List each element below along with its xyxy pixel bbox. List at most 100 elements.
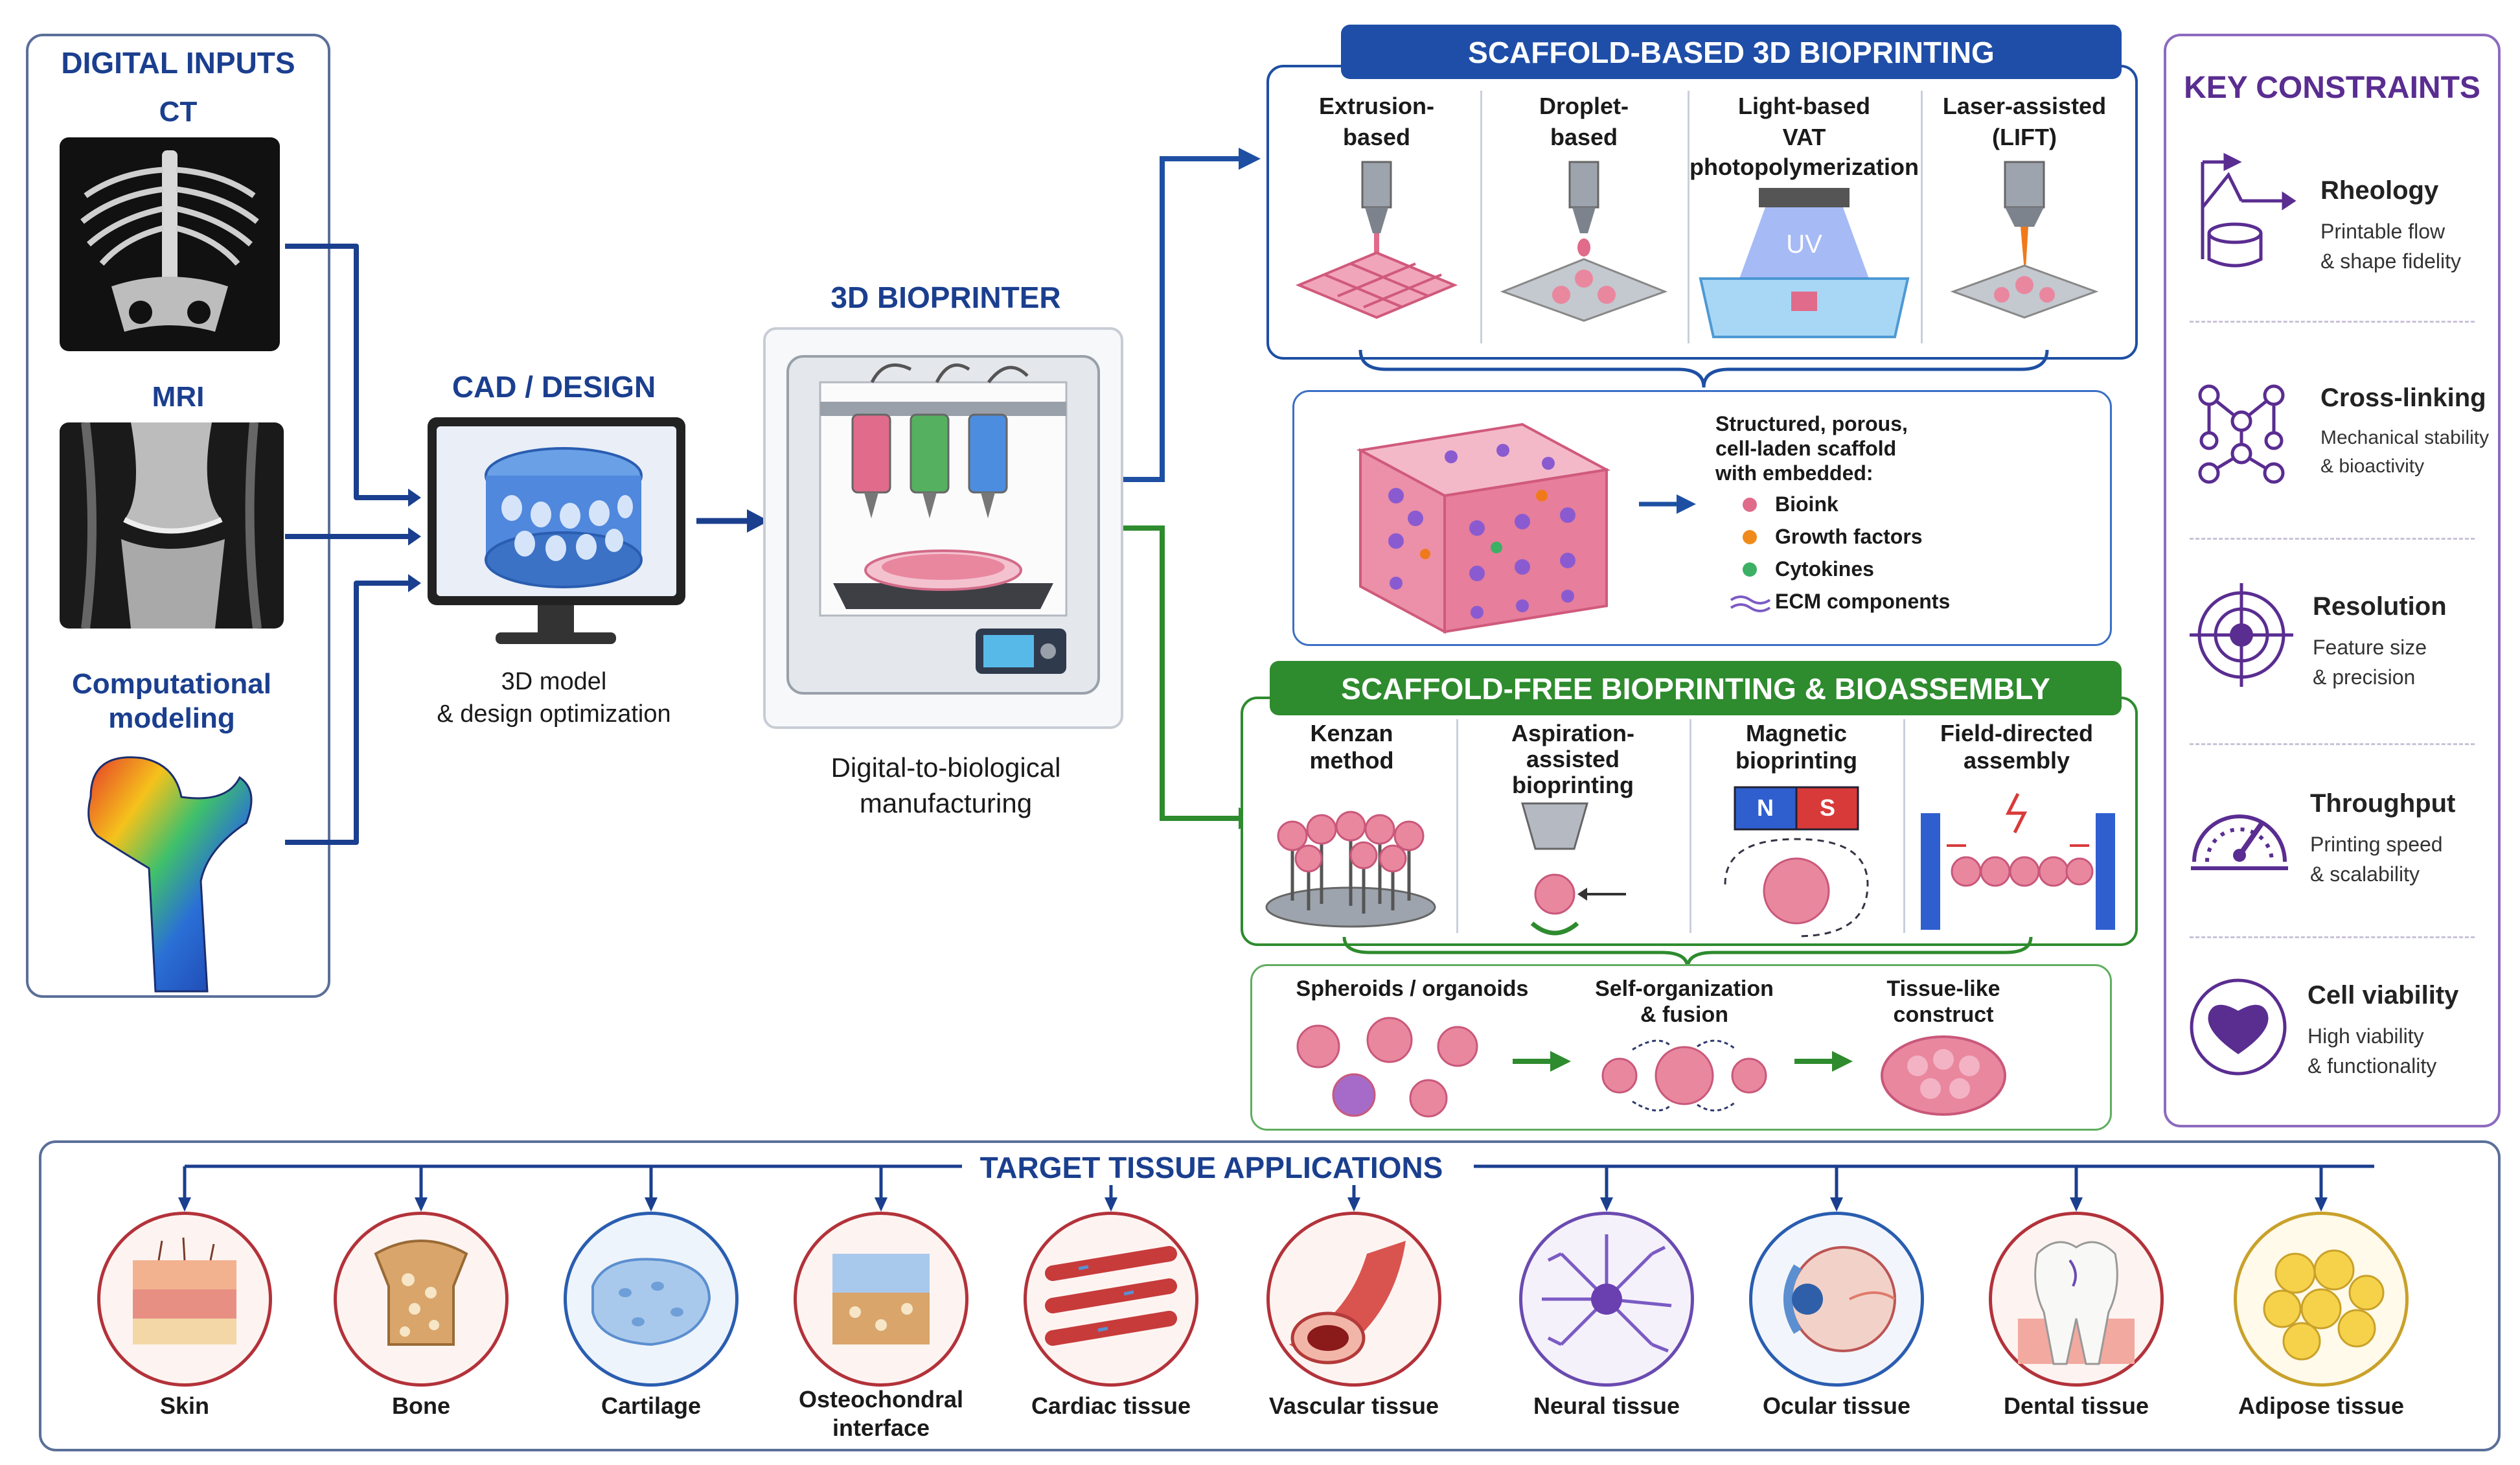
cad-monitor [428, 417, 685, 605]
cad-caption-2: & design optimization [437, 700, 671, 728]
constraint-cell-viability-desc-2: & functionality [2308, 1054, 2437, 1078]
method-vat-line2: VAT [1782, 124, 1826, 150]
constraint-divider [2190, 321, 2475, 323]
tissue-cartilage-image [564, 1212, 739, 1387]
process-tissue-construct-2: construct [1893, 1002, 1994, 1027]
method-droplet-line1: Droplet- [1539, 93, 1629, 119]
target-icon [2190, 583, 2293, 687]
method-droplet-line2: based [1550, 124, 1618, 150]
green-arrow [1513, 1051, 1571, 1072]
cell-laden-scaffold-icon [1356, 422, 1611, 634]
constraint-throughput-title: Throughput [2310, 789, 2456, 818]
tissue-construct-icon [1881, 1035, 2006, 1116]
key-constraints-title: KEY CONSTRAINTS [2184, 71, 2480, 105]
process-tissue-construct-1: Tissue-like [1886, 976, 2000, 1001]
scaffold-desc-3: with embedded: [1715, 461, 1873, 485]
constraint-rheology-title: Rheology [2320, 176, 2439, 205]
osteochondral-icon [832, 1254, 930, 1344]
constraint-rheology-desc-2: & shape fidelity [2320, 249, 2462, 273]
printer-caption-2: manufacturing [859, 788, 1033, 818]
neuron-icon [1542, 1234, 1672, 1353]
eye-icon [1783, 1246, 1896, 1352]
method-kenzan-line1: Kenzan [1310, 720, 1393, 746]
method-extrusion-line1: Extrusion- [1318, 93, 1434, 119]
scaffold-model-icon [485, 447, 643, 588]
green-arrow [1794, 1051, 1853, 1072]
mri-scan-image [60, 422, 284, 629]
constraint-resolution-desc-1: Feature size [2313, 636, 2427, 659]
method-field-line2: assembly [1963, 747, 2070, 774]
magnet-icon: N S [1724, 786, 1869, 938]
method-magnetic-line1: Magnetic [1745, 720, 1848, 746]
method-separator [1480, 91, 1482, 343]
tissue-cardiac-image [1024, 1212, 1198, 1387]
scaffold-desc-2: cell-laden scaffold [1715, 437, 1897, 460]
droplet-nozzle-icon [1500, 161, 1668, 322]
legend-cytokines-dot [1743, 562, 1757, 577]
constraint-crosslinking-desc-2: & bioactivity [2320, 456, 2425, 477]
method-aspiration-line3: bioprinting [1512, 772, 1634, 798]
tissue-bone-label: Bone [392, 1392, 450, 1419]
extrusion-nozzle-icon [1295, 161, 1458, 319]
tissue-ocular-label: Ocular tissue [1762, 1392, 1911, 1419]
scaffold-based-brace [1358, 349, 2049, 388]
rheology-icon [2201, 152, 2297, 268]
adipocytes-icon [2263, 1249, 2385, 1361]
process-spheroids: Spheroids / organoids [1296, 976, 1529, 1001]
vat-photopolymerization-icon: UV [1699, 188, 1910, 338]
legend-ecm-icon [1730, 595, 1771, 612]
method-extrusion-line2: based [1342, 124, 1411, 150]
digital-inputs-title: DIGITAL INPUTS [61, 46, 295, 80]
printer-title: 3D BIOPRINTER [830, 281, 1061, 314]
tissue-cartilage-label: Cartilage [601, 1392, 702, 1419]
method-vat-line3: photopolymerization [1690, 154, 1919, 180]
scaffold-based-panel [1266, 65, 2138, 360]
tissue-neural-label: Neural tissue [1533, 1392, 1680, 1419]
tissue-adipose-label: Adipose tissue [2238, 1392, 2405, 1419]
constraint-crosslinking-desc-1: Mechanical stability [2320, 427, 2490, 448]
ct-scan-image [60, 137, 280, 351]
tissue-neural-image [1519, 1212, 1694, 1387]
magnet-s-label: S [1820, 794, 1835, 821]
bioprinter-icon [786, 355, 1100, 695]
legend-growth-factors: Growth factors [1775, 525, 1923, 548]
scaffold-desc-1: Structured, porous, [1715, 412, 1908, 435]
heart-icon [2190, 978, 2287, 1076]
tissue-skin-image [97, 1212, 272, 1387]
tissue-cardiac-label: Cardiac tissue [1031, 1392, 1191, 1419]
method-field-line1: Field-directed [1940, 720, 2094, 746]
constraint-divider [2190, 538, 2475, 540]
tissue-osteochondral-label-2: interface [832, 1414, 930, 1441]
kenzan-needle-array-icon [1265, 811, 1436, 928]
constraint-divider [2190, 936, 2475, 938]
scaffold-arrow [1639, 494, 1696, 514]
skin-icon [133, 1237, 236, 1344]
method-vat-line1: Light-based [1738, 93, 1870, 119]
method-aspiration-line1: Aspiration- [1511, 720, 1634, 746]
legend-ecm: ECM components [1775, 590, 1951, 613]
ct-label: CT [159, 96, 198, 128]
constraint-divider [2190, 743, 2475, 745]
method-laser-line2: (LIFT) [1992, 124, 2057, 150]
tissue-adipose-image [2234, 1212, 2409, 1387]
method-separator [1690, 719, 1691, 933]
cad-to-printer-arrow [696, 509, 769, 533]
method-separator [1456, 719, 1458, 933]
constraint-throughput-desc-2: & scalability [2310, 862, 2420, 886]
tooth-icon [2018, 1241, 2135, 1365]
constraint-throughput-desc-1: Printing speed [2310, 833, 2443, 856]
gauge-icon [2191, 814, 2288, 870]
tissue-osteochondral-image [794, 1212, 968, 1387]
laser-lift-icon [1950, 161, 2099, 319]
mri-label: MRI [152, 381, 205, 413]
self-organization-icon [1601, 1039, 1767, 1112]
cross-linking-icon [2198, 384, 2285, 484]
method-magnetic-line2: bioprinting [1735, 747, 1857, 774]
applications-distribution-line [178, 1164, 2374, 1212]
cartilage-icon [591, 1258, 711, 1346]
tissue-skin-label: Skin [159, 1392, 210, 1419]
tissue-dental-image [1989, 1212, 2164, 1387]
tissue-ocular-image [1749, 1212, 1924, 1387]
constraint-rheology-desc-1: Printable flow [2320, 220, 2446, 243]
key-constraints-panel [2164, 34, 2501, 1127]
